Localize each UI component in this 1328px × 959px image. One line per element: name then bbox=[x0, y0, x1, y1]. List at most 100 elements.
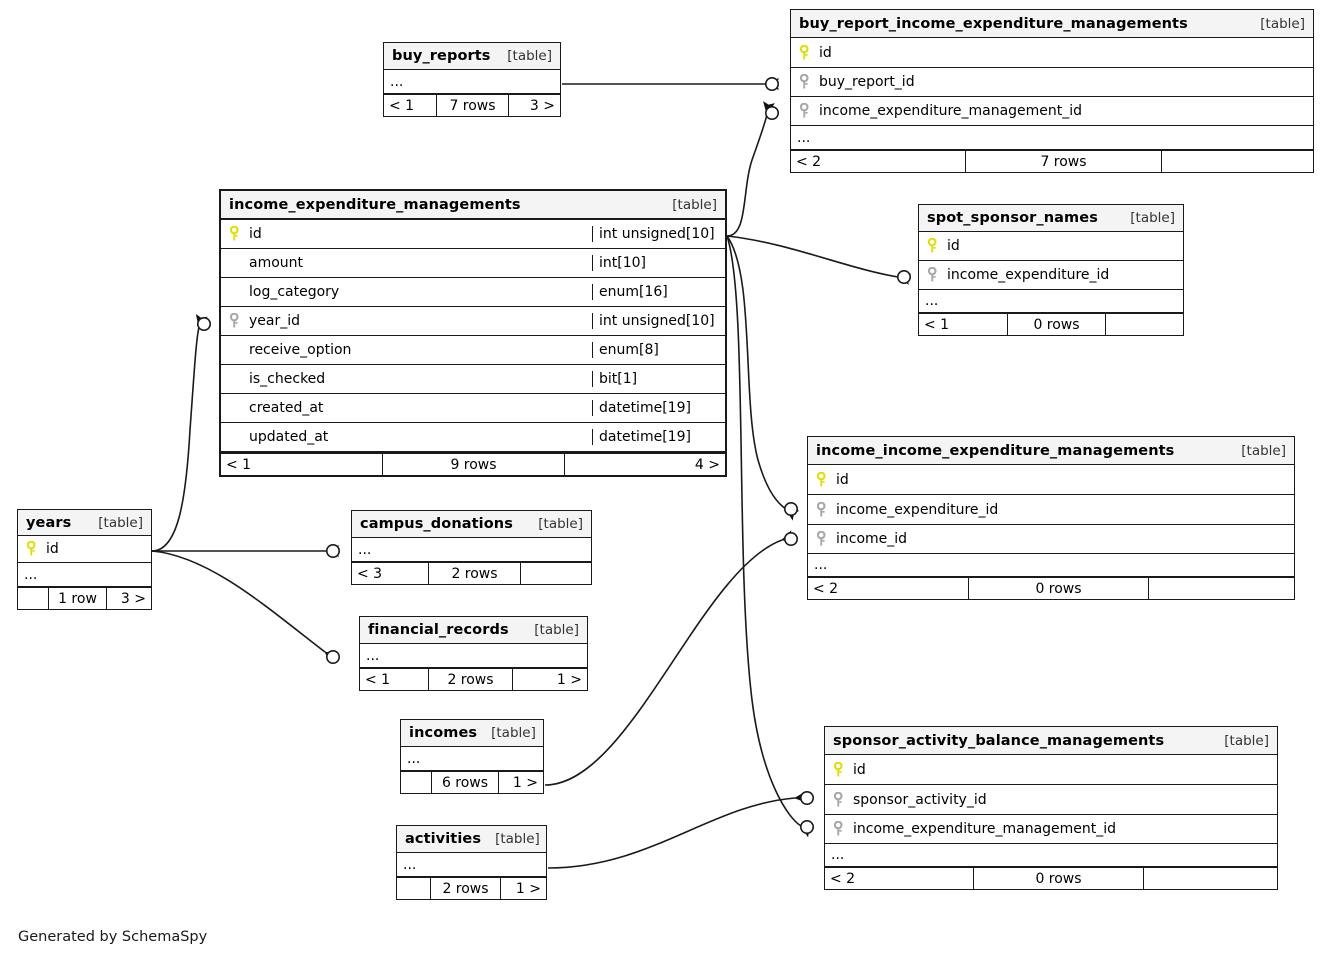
column-label: income_expenditure_management_id bbox=[819, 103, 1083, 119]
column-name-cell: id bbox=[791, 44, 1313, 62]
footer-left[interactable]: < 3 bbox=[357, 565, 383, 582]
footer-right[interactable] bbox=[1161, 151, 1313, 172]
column-row[interactable]: id bbox=[18, 536, 151, 563]
column-row[interactable]: is_checked bit[1] bbox=[221, 365, 725, 394]
table-tag: [table] bbox=[1224, 732, 1269, 749]
table-spot-sponsor-names[interactable]: spot_sponsor_names [table] id income_exp… bbox=[918, 204, 1184, 336]
column-label: id bbox=[853, 761, 866, 778]
columns-ellipsis: ... bbox=[401, 747, 543, 771]
column-label: year_id bbox=[249, 313, 301, 329]
footer-center: 6 rows bbox=[431, 772, 498, 793]
column-row[interactable]: created_at datetime[19] bbox=[221, 394, 725, 423]
column-row[interactable]: id bbox=[791, 38, 1313, 68]
column-row[interactable]: sponsor_activity_id bbox=[825, 785, 1277, 815]
column-name-cell: id bbox=[919, 237, 1183, 255]
column-name-cell: income_id bbox=[808, 530, 1294, 548]
primary-key-icon bbox=[925, 237, 945, 255]
column-row[interactable]: updated_at datetime[19] bbox=[221, 423, 725, 452]
column-row[interactable]: id bbox=[825, 755, 1277, 785]
column-label: amount bbox=[249, 255, 304, 271]
foreign-key-icon bbox=[797, 102, 817, 120]
table-tag: [table] bbox=[1260, 15, 1305, 32]
column-label: sponsor_activity_id bbox=[853, 791, 987, 808]
footer-left[interactable]: < 2 bbox=[813, 580, 839, 597]
table-financial-records[interactable]: financial_records [table] ... < 1 2 rows… bbox=[359, 616, 588, 691]
table-sponsor-activity-balance-managements[interactable]: sponsor_activity_balance_managements [ta… bbox=[824, 726, 1278, 890]
footer-left[interactable]: < 2 bbox=[796, 153, 822, 170]
footer-right[interactable] bbox=[1105, 314, 1183, 335]
table-incomes[interactable]: incomes [table] ... 6 rows 1 > bbox=[400, 719, 544, 794]
columns-ellipsis: ... bbox=[18, 563, 151, 587]
table-header: spot_sponsor_names [table] bbox=[919, 205, 1183, 232]
column-row[interactable]: id bbox=[919, 232, 1183, 261]
foreign-key-icon bbox=[925, 266, 945, 284]
footer-right[interactable] bbox=[520, 563, 591, 584]
column-type: enum[16] bbox=[592, 284, 725, 300]
footer-left[interactable]: < 1 bbox=[226, 456, 252, 473]
table-name: buy_report_income_expenditure_management… bbox=[799, 15, 1188, 32]
footer-left[interactable]: < 2 bbox=[830, 870, 856, 887]
column-row[interactable]: buy_report_id bbox=[791, 68, 1313, 97]
table-name: sponsor_activity_balance_managements bbox=[833, 732, 1165, 749]
primary-key-icon bbox=[831, 761, 851, 779]
column-name-cell: income_expenditure_id bbox=[919, 266, 1183, 284]
footer-left[interactable]: < 1 bbox=[389, 97, 415, 114]
columns-ellipsis: ... bbox=[352, 538, 591, 562]
table-buy-report-income-expenditure-managements[interactable]: buy_report_income_expenditure_management… bbox=[790, 9, 1314, 173]
column-row[interactable]: amount int[10] bbox=[221, 249, 725, 278]
column-name-cell: receive_option bbox=[221, 342, 592, 358]
table-buy-reports[interactable]: buy_reports [table] ... < 1 7 rows 3 > bbox=[383, 42, 561, 117]
column-row[interactable]: id bbox=[808, 465, 1294, 495]
column-row[interactable]: income_expenditure_id bbox=[808, 495, 1294, 525]
table-activities[interactable]: activities [table] ... 2 rows 1 > bbox=[396, 825, 547, 900]
table-years[interactable]: years [table] id ... 1 row 3 > bbox=[17, 509, 152, 610]
footer-center: 2 rows bbox=[428, 563, 520, 584]
table-header: buy_reports [table] bbox=[384, 43, 560, 70]
footer-right[interactable]: 1 > bbox=[500, 878, 546, 899]
column-row[interactable]: income_expenditure_management_id bbox=[791, 97, 1313, 126]
table-income-expenditure-managements[interactable]: income_expenditure_managements [table] i… bbox=[219, 189, 727, 477]
footer-left[interactable] bbox=[18, 588, 48, 609]
table-tag: [table] bbox=[672, 196, 717, 213]
footer-right[interactable] bbox=[1143, 868, 1277, 889]
footer-center: 2 rows bbox=[430, 878, 500, 899]
footer-right[interactable]: 3 > bbox=[106, 588, 151, 609]
footer-right[interactable]: 1 > bbox=[498, 772, 543, 793]
column-label: id bbox=[836, 471, 849, 488]
footer-right[interactable] bbox=[1148, 578, 1294, 599]
footer-right[interactable]: 3 > bbox=[508, 95, 560, 116]
table-header: income_income_expenditure_managements [t… bbox=[808, 437, 1294, 465]
table-footer: 1 row 3 > bbox=[18, 587, 151, 609]
column-name-cell: amount bbox=[221, 255, 592, 271]
table-header: years [table] bbox=[18, 510, 151, 536]
column-type: datetime[19] bbox=[592, 429, 725, 445]
column-name-cell: income_expenditure_management_id bbox=[825, 820, 1277, 838]
column-row[interactable]: year_id int unsigned[10] bbox=[221, 307, 725, 336]
column-name-cell: sponsor_activity_id bbox=[825, 791, 1277, 809]
column-row[interactable]: income_expenditure_management_id bbox=[825, 815, 1277, 844]
foreign-key-icon bbox=[831, 820, 851, 838]
table-income-income-expenditure-managements[interactable]: income_income_expenditure_managements [t… bbox=[807, 436, 1295, 600]
footer-left[interactable]: < 1 bbox=[365, 671, 391, 688]
column-row[interactable]: id int unsigned[10] bbox=[221, 220, 725, 249]
table-name: activities bbox=[405, 831, 482, 847]
table-name: years bbox=[26, 514, 72, 531]
footer-right[interactable]: 1 > bbox=[512, 669, 587, 690]
column-row[interactable]: income_expenditure_id bbox=[919, 261, 1183, 290]
table-tag: [table] bbox=[534, 622, 579, 638]
column-type: datetime[19] bbox=[592, 400, 725, 416]
column-row[interactable]: income_id bbox=[808, 525, 1294, 554]
column-row[interactable]: receive_option enum[8] bbox=[221, 336, 725, 365]
primary-key-icon bbox=[24, 540, 44, 558]
footer-right[interactable]: 4 > bbox=[564, 454, 725, 475]
column-row[interactable]: log_category enum[16] bbox=[221, 278, 725, 307]
table-name: income_income_expenditure_managements bbox=[816, 442, 1175, 459]
table-campus-donations[interactable]: campus_donations [table] ... < 3 2 rows bbox=[351, 510, 592, 585]
column-name-cell: is_checked bbox=[221, 371, 592, 387]
table-footer: < 1 9 rows 4 > bbox=[221, 452, 725, 475]
footer-left[interactable]: < 1 bbox=[924, 316, 950, 333]
footer-left[interactable] bbox=[401, 772, 431, 793]
footer-left[interactable] bbox=[397, 878, 430, 899]
column-label: updated_at bbox=[249, 429, 329, 445]
